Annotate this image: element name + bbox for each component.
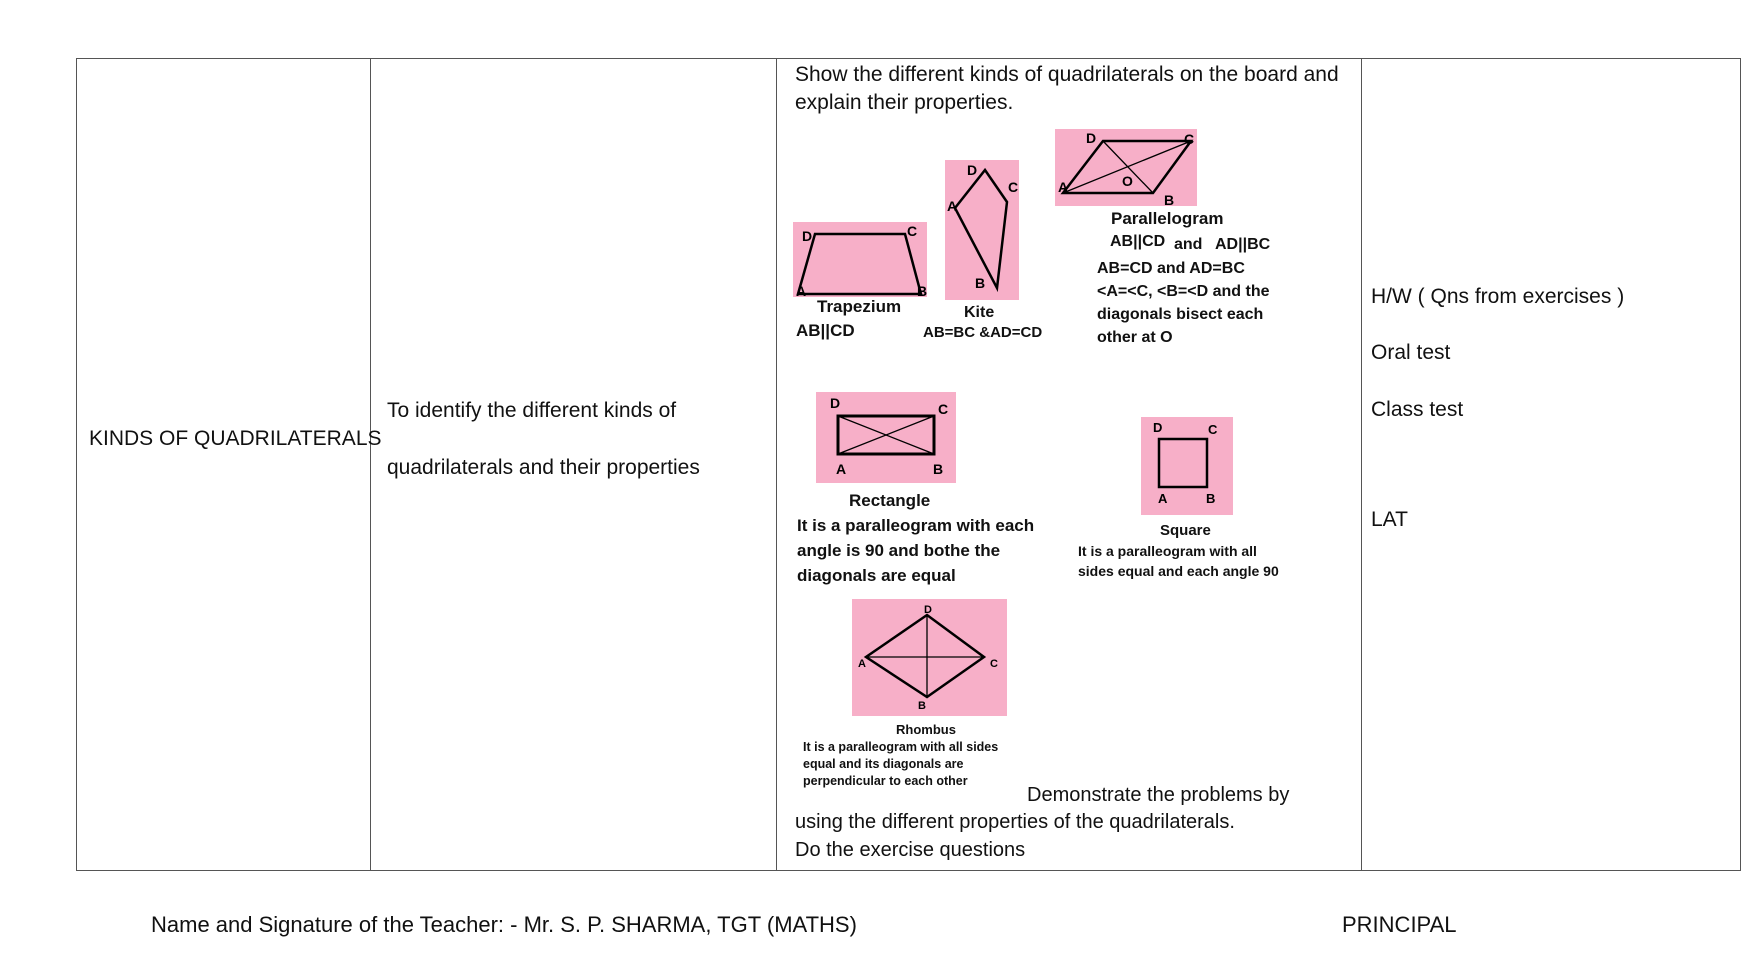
rectangle-shape xyxy=(836,414,936,456)
activity-outro-line-3: Do the exercise questions xyxy=(795,839,1026,861)
rhombus-diagram: D C A B xyxy=(852,599,1007,716)
activity-intro: Show the different kinds of quadrilatera… xyxy=(795,63,1339,114)
rhombus-label-b: B xyxy=(918,700,926,712)
parallelogram-diagram: D C A B O xyxy=(1055,129,1197,208)
column-divider xyxy=(370,59,371,870)
trapezium-label-a: A xyxy=(796,283,806,297)
rhombus-figure: D C A B xyxy=(852,599,1007,716)
parallelogram-figure: D C A B O xyxy=(1055,129,1197,208)
kite-label-d: D xyxy=(967,162,977,178)
assessment-lat: LAT xyxy=(1371,508,1408,531)
topic-cell: KINDS OF QUADRILATERALS xyxy=(89,427,382,450)
parallelogram-label-c: C xyxy=(1184,131,1194,147)
rectangle-name: Rectangle xyxy=(849,491,931,510)
rectangle-diagram: D C A B xyxy=(816,392,956,483)
kite-figure: D C A B xyxy=(945,160,1019,300)
column-divider xyxy=(1361,59,1362,870)
parallelogram-property-1: AB||CD xyxy=(1110,233,1166,250)
rectangle-label-b: B xyxy=(933,461,943,477)
parallelogram-label-a: A xyxy=(1058,179,1068,195)
objective-line-1: To identify the different kinds of xyxy=(387,399,677,422)
parallelogram-name: Parallelogram xyxy=(1111,209,1224,228)
lesson-plan-table: KINDS OF QUADRILATERALS To identify the … xyxy=(76,58,1741,871)
trapezium-label-c: C xyxy=(907,223,917,239)
assessment-oral-test: Oral test xyxy=(1371,341,1451,364)
kite-shape xyxy=(953,167,1009,293)
rectangle-label-d: D xyxy=(830,395,840,411)
rectangle-property-2: angle is 90 and bothe the xyxy=(797,541,1001,560)
trapezium-shape xyxy=(796,232,923,296)
parallelogram-label-d: D xyxy=(1086,130,1096,146)
rectangle-property-3: diagonals are equal xyxy=(797,566,956,585)
trapezium-property: AB||CD xyxy=(796,321,855,340)
activity-outro-line-1: Demonstrate the problems by xyxy=(1027,784,1290,806)
kite-label-c: C xyxy=(1008,179,1018,195)
square-name: Square xyxy=(1160,522,1211,539)
teacher-signature-line: Name and Signature of the Teacher: - Mr.… xyxy=(151,912,857,937)
rhombus-property-2: equal and its diagonals are xyxy=(803,757,964,771)
rhombus-label-d: D xyxy=(924,604,932,616)
square-label-b: B xyxy=(1206,491,1215,506)
parallelogram-diagonal-bd xyxy=(1102,140,1154,194)
parallelogram-label-b: B xyxy=(1164,192,1174,206)
square-shape xyxy=(1157,437,1209,489)
column-divider xyxy=(776,59,777,870)
trapezium-label-d: D xyxy=(802,228,812,244)
assessment-class-test: Class test xyxy=(1371,398,1464,421)
rhombus-name: Rhombus xyxy=(896,722,956,737)
rhombus-property-3: perpendicular to each other xyxy=(803,774,968,788)
parallelogram-property-2: AB=CD and AD=BC xyxy=(1097,260,1245,277)
parallelogram-property-1-right: AD||BC xyxy=(1215,236,1271,253)
kite-background xyxy=(945,160,1019,300)
rhombus-label-a: A xyxy=(858,658,866,670)
rhombus-property-1: It is a paralleogram with all sides xyxy=(803,740,999,754)
parallelogram-property-5: other at O xyxy=(1097,329,1173,346)
kite-diagram: D C A B xyxy=(945,160,1019,300)
square-background xyxy=(1141,417,1233,515)
rectangle-label-c: C xyxy=(938,401,948,417)
square-label-d: D xyxy=(1153,420,1162,435)
activity-outro-line-2: using the different properties of the qu… xyxy=(795,811,1235,833)
assessment-homework: H/W ( Qns from exercises ) xyxy=(1371,285,1625,308)
square-label-a: A xyxy=(1158,491,1168,506)
objective-line-2: quadrilaterals and their properties xyxy=(387,456,700,479)
parallelogram-property-4: diagonals bisect each xyxy=(1097,306,1264,323)
square-property-1: It is a paralleogram with all xyxy=(1078,543,1257,559)
kite-label-b: B xyxy=(975,275,985,291)
parallelogram-label-o: O xyxy=(1122,173,1133,189)
square-label-c: C xyxy=(1208,422,1218,437)
rectangle-property-1: It is a paralleogram with each xyxy=(797,516,1035,535)
trapezium-name: Trapezium xyxy=(817,297,902,316)
rhombus-label-c: C xyxy=(990,658,998,670)
parallelogram-property-1-and: and xyxy=(1174,236,1203,253)
rectangle-label-a: A xyxy=(836,461,846,477)
kite-name: Kite xyxy=(964,304,995,321)
rectangle-figure: D C A B xyxy=(816,392,956,483)
parallelogram-property-3: <A=<C, <B=<D and the xyxy=(1097,283,1270,300)
trapezium-figure: D C A B xyxy=(793,222,927,299)
trapezium-diagram: D C A B xyxy=(793,222,927,299)
square-property-2: sides equal and each angle 90 xyxy=(1078,563,1279,579)
kite-property: AB=BC &AD=CD xyxy=(923,324,1043,341)
square-figure: D C A B xyxy=(1141,417,1233,515)
principal-signature-line: PRINCIPAL xyxy=(1342,912,1457,937)
parallelogram-diagonal-ac xyxy=(1062,140,1192,194)
rectangle-diagonal-2 xyxy=(837,415,935,455)
square-diagram: D C A B xyxy=(1141,417,1233,515)
trapezium-label-b: B xyxy=(917,283,927,297)
kite-label-a: A xyxy=(947,198,957,214)
